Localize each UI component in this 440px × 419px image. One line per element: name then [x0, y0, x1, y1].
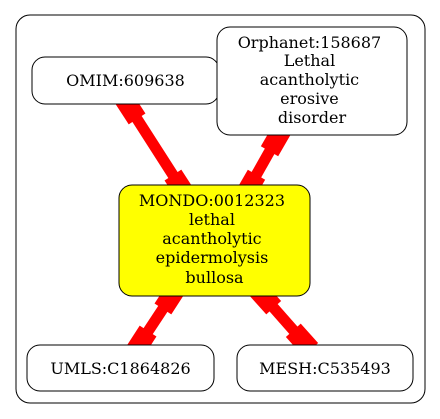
node-orphanet-line-0: Orphanet:158687	[238, 33, 382, 52]
node-orphanet-line-2: acantholytic	[260, 70, 359, 89]
node-orphanet-line-4: disorder	[278, 108, 347, 127]
node-mondo-line-3: epidermolysis	[156, 248, 269, 267]
svg-text:MONDO:0012323 lethal: MONDO:0012323 lethal acantholytic epider…	[139, 191, 290, 287]
node-mondo[interactable]: MONDO:0012323 lethal acantholytic epider…	[118, 184, 311, 297]
svg-text:MESH:C535493: MESH:C535493	[259, 359, 391, 378]
svg-text:Orphanet:158687 Lethal: Orphanet:158687 Lethal acantholytic eros…	[238, 33, 387, 127]
node-omim[interactable]: OMIM:609638	[31, 56, 220, 105]
node-orphanet[interactable]: Orphanet:158687 Lethal acantholytic eros…	[216, 26, 408, 136]
svg-text:OMIM:609638: OMIM:609638	[66, 71, 185, 90]
node-umls[interactable]: UMLS:C1864826	[26, 344, 215, 392]
node-mesh-line-0: MESH:C535493	[259, 359, 391, 378]
node-mondo-line-1: lethal	[189, 210, 235, 229]
node-mondo-line-2: acantholytic	[162, 229, 261, 248]
node-mesh[interactable]: MESH:C535493	[236, 344, 414, 392]
svg-text:UMLS:C1864826: UMLS:C1864826	[50, 359, 190, 378]
node-umls-line-0: UMLS:C1864826	[50, 359, 190, 378]
node-omim-line-0: OMIM:609638	[66, 71, 185, 90]
node-orphanet-line-1: Lethal	[284, 51, 335, 70]
node-orphanet-line-3: erosive	[280, 89, 339, 108]
node-mondo-line-0: MONDO:0012323	[139, 191, 285, 210]
node-mondo-line-4: bullosa	[185, 268, 244, 287]
